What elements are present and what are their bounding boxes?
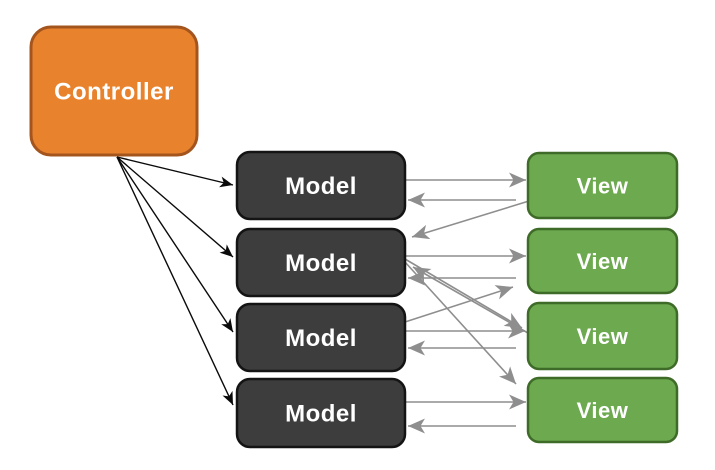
node-view-4: View [526,376,679,444]
node-view-1: View [526,151,679,220]
edge-controller-to-model-4 [116,156,234,406]
edge-view-1-to-model-2 [411,200,530,240]
view-4-box [526,376,679,444]
view-3-label: View [577,324,629,349]
edge-controller-to-model-1 [116,156,234,188]
view-2-label: View [577,249,629,274]
view-4-label: View [577,398,629,423]
model-3-label: Model [285,325,357,352]
model-4-box [235,377,407,449]
controller-box [29,25,199,157]
edge-controller-to-model-2 [116,156,234,258]
model-1-box [235,150,407,221]
controller-label: Controller [54,79,174,106]
view-1-label: View [577,173,629,198]
node-view-3: View [526,301,679,371]
view-3-box [526,301,679,371]
model-4-label: Model [285,401,357,428]
edges-layer [116,156,530,434]
model-1-label: Model [285,173,357,200]
node-model-2: Model [235,227,407,298]
model-2-box [235,227,407,298]
node-model-3: Model [235,302,407,373]
edge-controller-to-model-3 [116,156,234,333]
edge-model-3-to-view-2 [404,285,514,323]
edge-model-2-to-view-3 [404,258,523,329]
model-2-label: Model [285,250,357,277]
node-model-4: Model [235,377,407,449]
view-1-box [526,151,679,220]
model-3-box [235,302,407,373]
view-2-box [526,227,679,295]
edge-model-2-to-view-4 [404,261,517,385]
node-model-1: Model [235,150,407,221]
node-controller: Controller [29,25,199,157]
nodes-layer: ControllerModelModelModelModelViewViewVi… [29,25,679,449]
node-view-2: View [526,227,679,295]
